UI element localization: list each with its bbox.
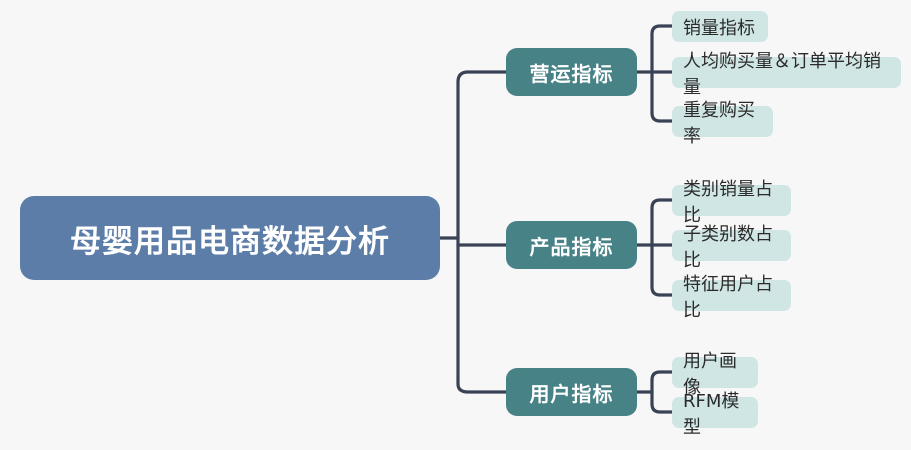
leaf-node-2-3-label: 特征用户占比 — [683, 273, 773, 321]
leaf-node-1-1-label: 销量指标 — [683, 17, 755, 39]
leaf-node-3-2[interactable]: RFM模型 — [672, 391, 758, 438]
leaf-node-3-2-label: RFM模型 — [683, 390, 740, 438]
link-branch-2-leaf-3 — [650, 285, 674, 297]
branch-node-1-label: 营运指标 — [529, 61, 614, 86]
root-node-label: 母婴用品电商数据分析 — [70, 223, 390, 260]
leaf-node-2-2[interactable]: 子类别数占比 — [672, 224, 791, 271]
branch-node-2-label: 产品指标 — [529, 234, 614, 259]
branch-node-3[interactable]: 用户指标 — [506, 368, 637, 416]
link-branch-1-leaf-1 — [650, 24, 674, 36]
leaf-node-1-3-label: 重复购买率 — [683, 99, 755, 147]
leaf-node-2-2-label: 子类别数占比 — [683, 223, 773, 271]
link-branch-3-leaf-2 — [650, 402, 674, 414]
leaf-node-1-3[interactable]: 重复购买率 — [672, 100, 773, 147]
leaf-node-2-1[interactable]: 类别销量占比 — [672, 179, 791, 226]
branch-node-1[interactable]: 营运指标 — [506, 48, 637, 96]
leaf-node-3-1[interactable]: 用户画像 — [672, 351, 758, 398]
leaf-node-3-1-label: 用户画像 — [683, 350, 737, 398]
branch-node-2[interactable]: 产品指标 — [506, 221, 637, 269]
root-node[interactable]: 母婴用品电商数据分析 — [20, 196, 440, 280]
branch-node-3-label: 用户指标 — [529, 381, 614, 406]
link-trunk-to-branch-1 — [456, 70, 508, 84]
link-branch-1-leaf-3 — [650, 111, 674, 123]
link-trunk-to-branch-3 — [456, 382, 508, 394]
leaf-node-2-3[interactable]: 特征用户占比 — [672, 274, 791, 321]
link-branch-3-leaf-1 — [650, 370, 674, 382]
link-branch-2-leaf-1 — [650, 198, 674, 210]
leaf-node-1-1[interactable]: 销量指标 — [672, 11, 768, 42]
leaf-node-1-2[interactable]: 人均购买量＆订单平均销量 — [672, 51, 901, 98]
leaf-node-2-1-label: 类别销量占比 — [683, 178, 773, 226]
leaf-node-1-2-label: 人均购买量＆订单平均销量 — [683, 50, 881, 98]
